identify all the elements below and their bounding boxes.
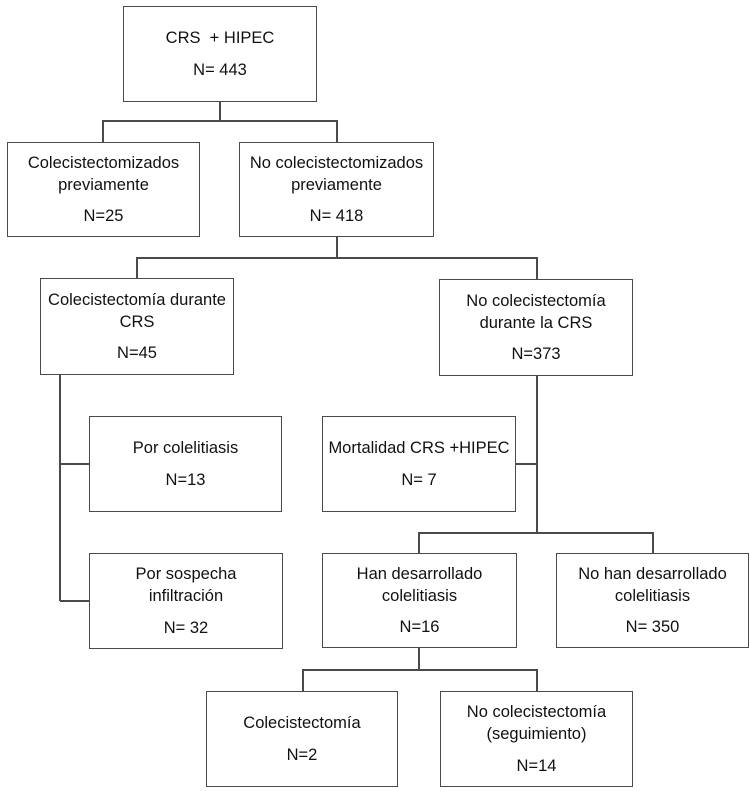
connector [102,120,338,142]
box-count: N=2 [286,745,318,764]
flow-box-por-colelitiasis: Por colelitiasis N=13 [89,416,282,512]
flow-box-por-sospecha-infiltracion: Por sospecha infiltración N= 32 [89,553,283,649]
box-title: Por colelitiasis [132,439,239,458]
flow-box-crs-hipec: CRS + HIPEC N= 443 [123,6,317,102]
flow-box-han-desarrollado-colelitiasis: Han desarrollado colelitiasis N=16 [322,553,517,648]
box-count: N= 443 [193,60,247,79]
box-title: CRS + HIPEC [165,29,275,48]
box-count: N= 350 [625,618,680,637]
box-count: N=25 [83,207,124,226]
flow-box-no-colecistectomia-durante-crs: No colecistectomía durante la CRS N=373 [439,279,633,376]
box-title: Por sospecha infiltración [135,565,237,606]
box-title: No han desarrollado colelitiasis [578,564,727,605]
box-title: Mortalidad CRS +HIPEC [328,439,510,458]
box-title: Han desarrollado colelitiasis [356,564,483,605]
box-count: N=45 [117,344,157,363]
box-title: Colecistectomía [243,714,361,733]
flow-box-no-colecistectomizados-previamente: No colecistectomizados previamente N= 41… [239,142,434,237]
connector [136,257,538,280]
flow-box-colecistectomizados-previamente: Colecistectomizados previamente N=25 [7,142,200,237]
box-count: N= 7 [401,470,437,489]
flow-box-no-han-desarrollado-colelitiasis: No han desarrollado colelitiasis N= 350 [556,553,749,648]
flow-box-mortalidad-crs-hipec: Mortalidad CRS +HIPEC N= 7 [322,416,516,512]
box-count: N=13 [165,470,206,489]
connector [302,669,538,691]
box-count: N=14 [516,756,557,775]
flow-box-colecistectomia-durante-crs: Colecistectomía durante CRS N=45 [40,278,234,375]
box-count: N= 32 [163,618,209,637]
box-title: Colecistectomía durante CRS [48,290,226,331]
flow-box-colecistectomia: Colecistectomía N=2 [206,691,398,787]
box-count: N= 418 [309,207,364,226]
box-title: No colecistectomía durante la CRS [466,291,606,332]
box-count: N=16 [399,618,440,637]
connector [418,532,654,553]
box-count: N=373 [511,345,561,364]
flow-box-no-colecistectomia-seguimiento: No colecistectomía (seguimiento) N=14 [440,691,633,787]
box-title: Colecistectomizados previamente [27,153,180,194]
box-title: No colecistectomía (seguimiento) [466,703,607,744]
box-title: No colecistectomizados previamente [249,153,424,194]
